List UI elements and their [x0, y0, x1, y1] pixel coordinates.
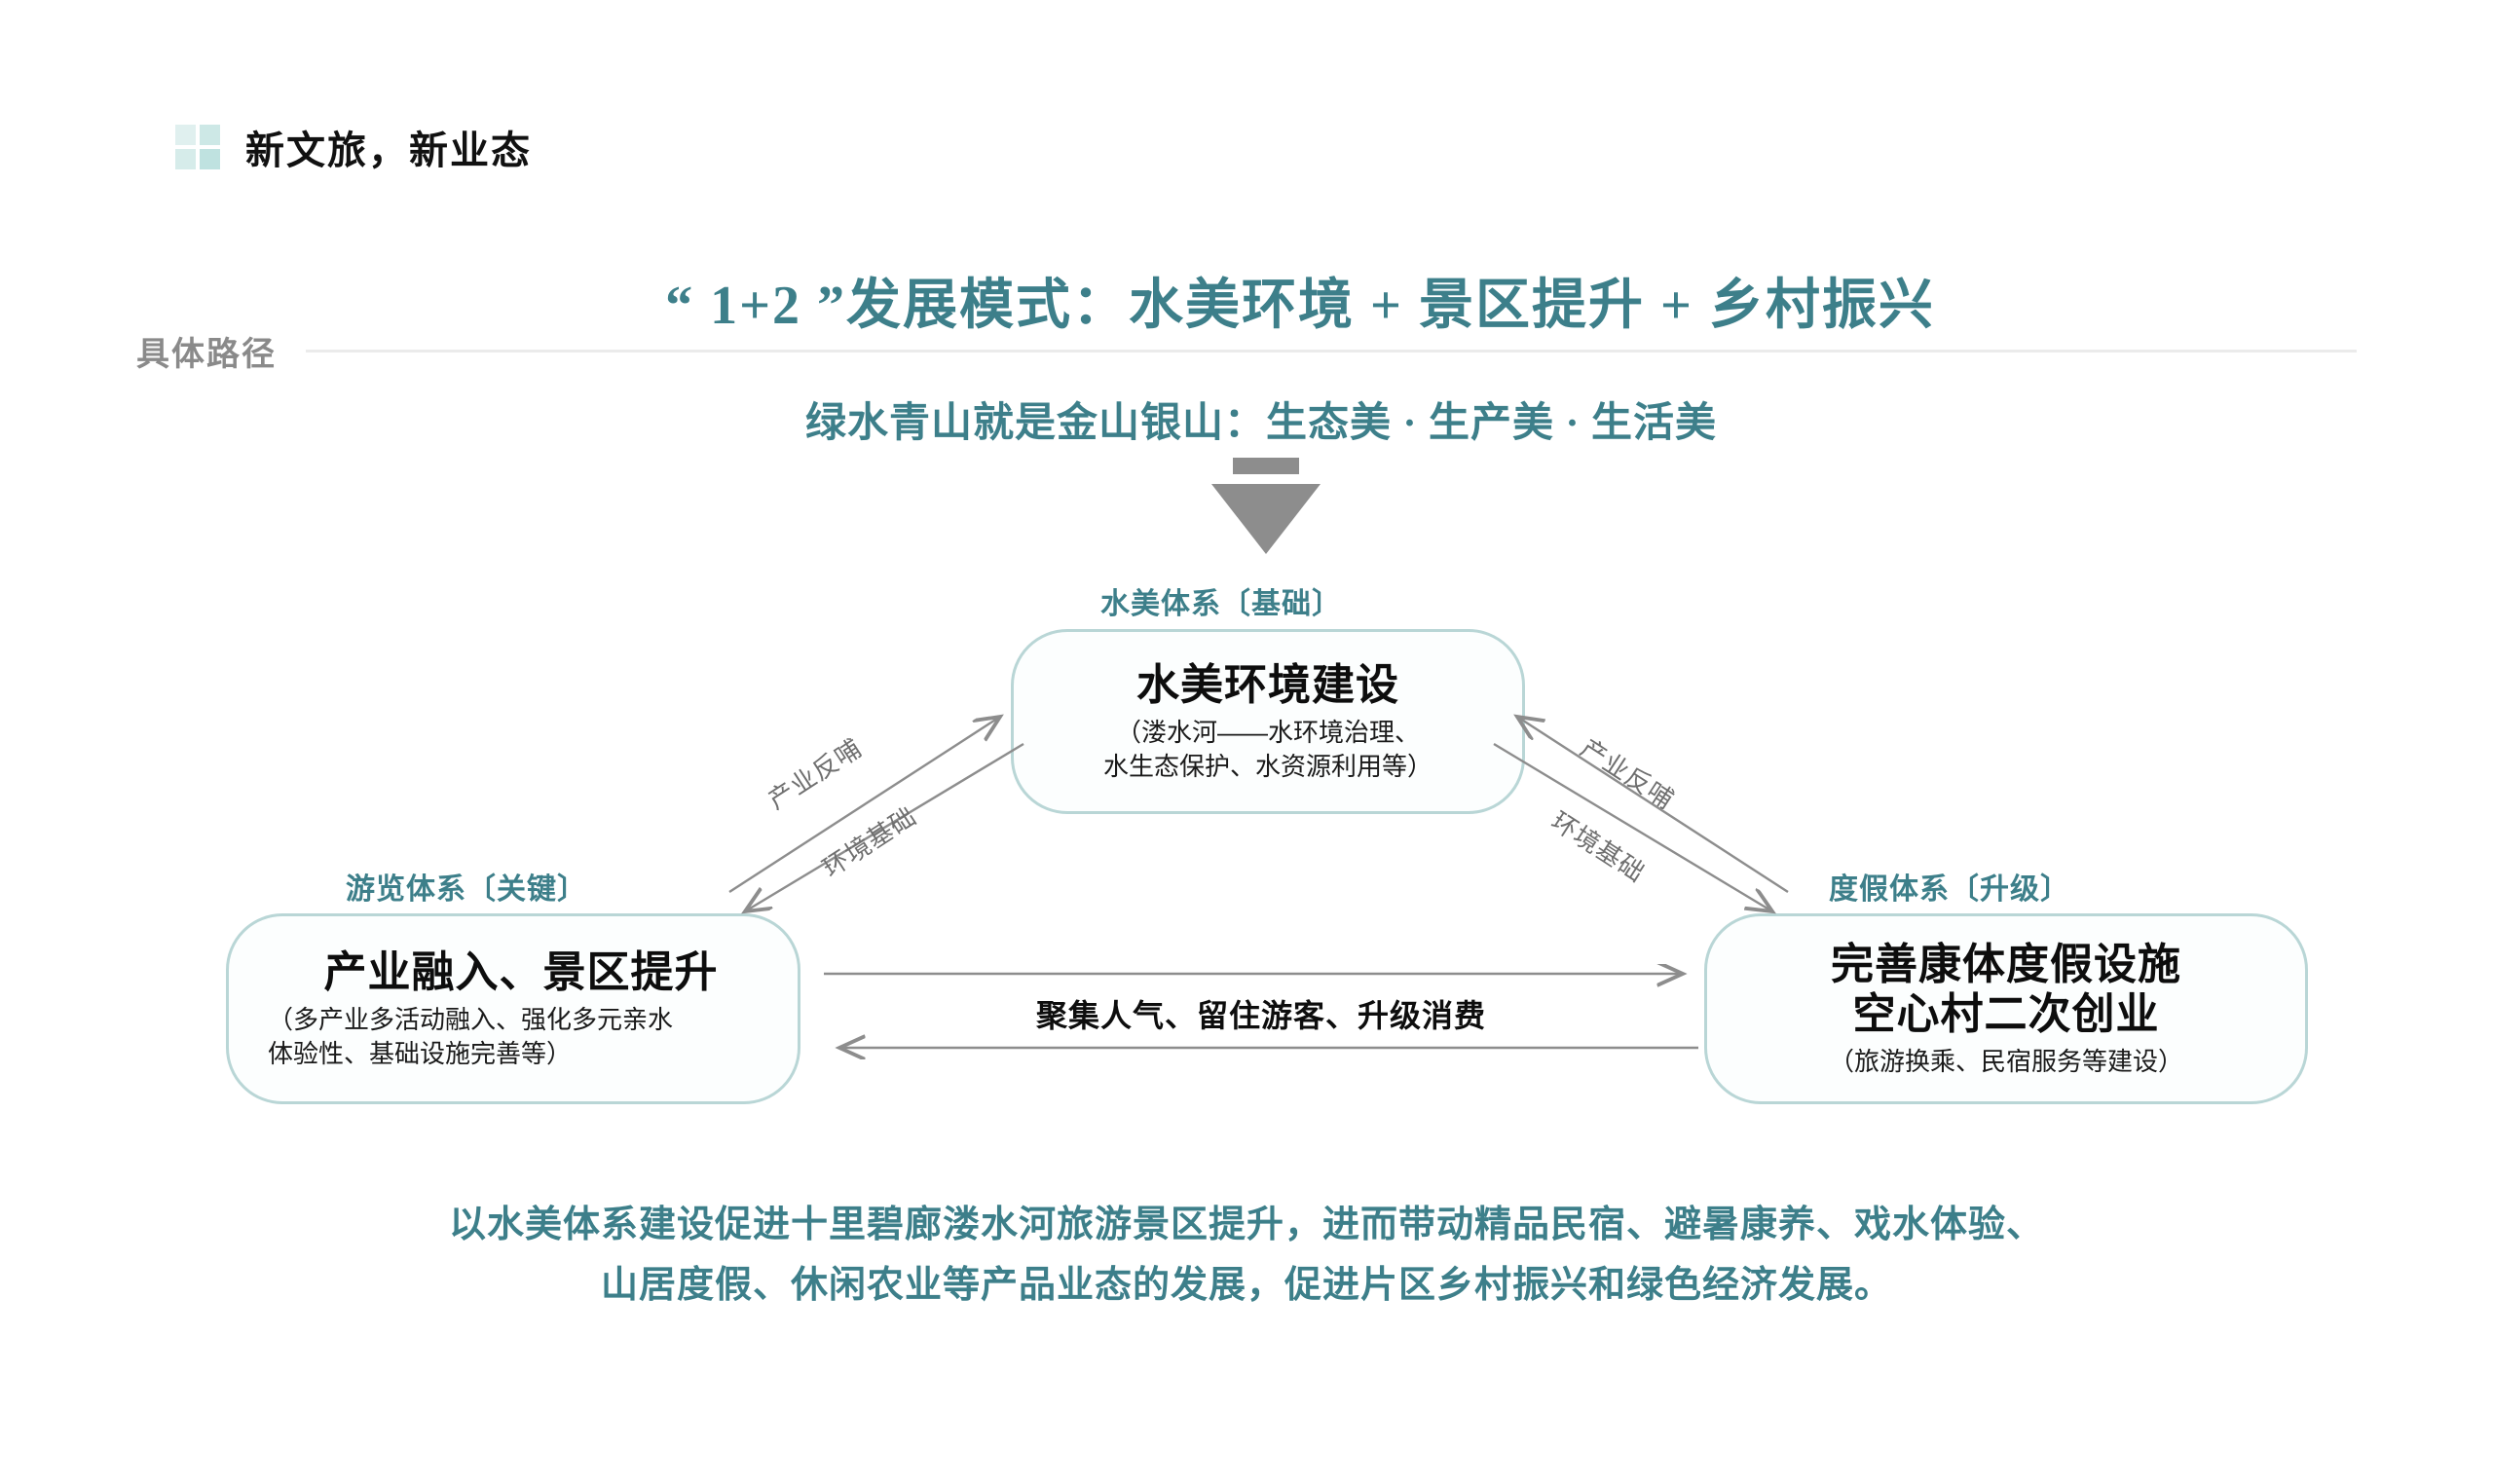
- down-arrow-icon: [1211, 458, 1321, 554]
- node-heading-right: 完善康体度假设施 空心村二次创业: [1831, 940, 2181, 1038]
- grid-squares-icon: [175, 125, 220, 169]
- node-label-right: 度假体系〔升级〕: [1829, 873, 2070, 906]
- node-heading-top: 水美环境建设: [1136, 661, 1399, 710]
- footnote-line-2: 山居度假、休闲农业等产品业态的发展，促进片区乡村振兴和绿色经济发展。: [600, 1264, 1892, 1306]
- connector-label-left-up: 产业反哺: [763, 732, 868, 815]
- connector-label-right-up: 产业反哺: [1575, 732, 1680, 815]
- node-box-right[interactable]: 完善康体度假设施 空心村二次创业 （旅游换乘、民宿服务等建设）: [1704, 913, 2308, 1104]
- node-label-top: 水美体系〔基础〕: [1100, 588, 1342, 620]
- connector-label-horizontal: 聚集人气、留住游客、升级消费: [1035, 998, 1486, 1033]
- connector-left-diagonal: [728, 682, 1024, 915]
- page-subtitle: 绿水青山就是金山银山：生态美 · 生产美 · 生活美: [804, 401, 1717, 446]
- node-heading-left: 产业融入、景区提升: [323, 948, 719, 997]
- arrow-triangle: [1211, 484, 1321, 554]
- brand-header: 新文旅，新业态: [175, 119, 532, 175]
- page-title: “ 1+2 ”发展模式：水美环境 + 景区提升 + 乡村振兴: [665, 276, 1935, 336]
- brand-title: 新文旅，新业态: [245, 130, 532, 172]
- connector-label-right-down: 环境基础: [1545, 805, 1651, 888]
- node-desc-top: （溇水河——水环境治理、 水生态保护、水资源利用等）: [1102, 718, 1433, 781]
- node-desc-right: （旅游换乘、民宿服务等建设）: [1828, 1046, 2183, 1076]
- connector-label-left-down: 环境基础: [817, 800, 922, 883]
- footnote-line-1: 以水美体系建设促进十里碧廊溇水河旅游景区提升，进而带动精品民宿、避暑康养、戏水体…: [448, 1205, 2044, 1245]
- node-label-left: 游览体系〔关键〕: [346, 873, 587, 906]
- footnote-paragraph: 以水美体系建设促进十里碧廊溇水河旅游景区提升，进而带动精品民宿、避暑康养、戏水体…: [0, 1196, 2493, 1316]
- arrow-bar: [1233, 458, 1299, 474]
- node-box-top[interactable]: 水美环境建设 （溇水河——水环境治理、 水生态保护、水资源利用等）: [1011, 629, 1525, 814]
- section-label: 具体路径: [136, 336, 277, 373]
- node-desc-left: （多产业多活动融入、强化多元亲水 体验性、基础设施完善等）: [268, 1005, 674, 1068]
- node-box-left[interactable]: 产业融入、景区提升 （多产业多活动融入、强化多元亲水 体验性、基础设施完善等）: [226, 913, 800, 1104]
- section-divider: [306, 350, 2357, 352]
- section-header: 具体路径: [136, 327, 2357, 375]
